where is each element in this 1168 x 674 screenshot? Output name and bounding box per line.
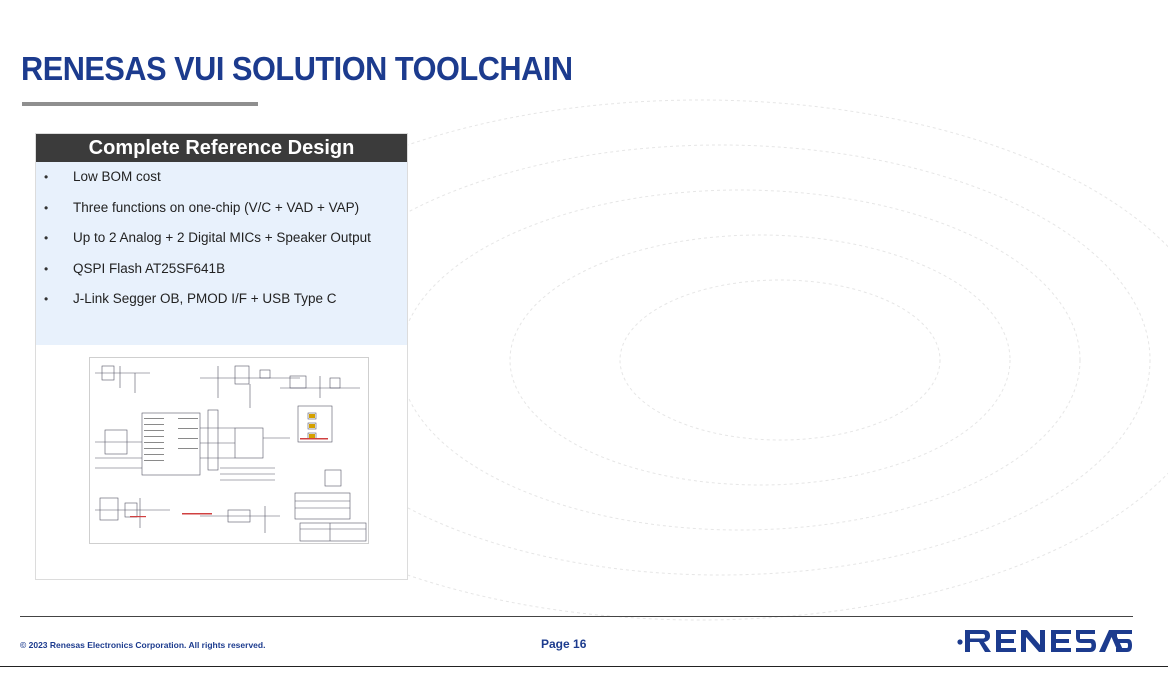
feature-text: Up to 2 Analog + 2 Digital MICs + Speake… (73, 230, 371, 245)
card-header: Complete Reference Design (36, 134, 407, 162)
copyright-text: © 2023 Renesas Electronics Corporation. … (20, 640, 266, 650)
feature-text: J-Link Segger OB, PMOD I/F + USB Type C (73, 291, 337, 306)
bullet-icon: • (44, 261, 49, 276)
title-underline (22, 102, 258, 106)
card-body: • Low BOM cost • Three functions on one-… (36, 162, 407, 345)
reference-design-card: Complete Reference Design • Low BOM cost… (35, 133, 408, 580)
slide-title: RENESAS VUI SOLUTION TOOLCHAIN (21, 50, 573, 87)
bullet-icon: • (44, 200, 49, 215)
bullet-icon: • (44, 292, 49, 306)
bullet-icon: • (44, 231, 49, 245)
renesas-logo (957, 630, 1132, 652)
footer-divider (20, 616, 1133, 617)
bullet-icon: • (44, 170, 49, 184)
page-number: Page 16 (541, 637, 587, 651)
feature-text: QSPI Flash AT25SF641B (73, 260, 226, 276)
schematic-image (89, 357, 369, 544)
feature-text: Three functions on one-chip (V/C + VAD +… (73, 199, 360, 215)
feature-text: Low BOM cost (73, 169, 161, 184)
bottom-border (0, 666, 1168, 667)
